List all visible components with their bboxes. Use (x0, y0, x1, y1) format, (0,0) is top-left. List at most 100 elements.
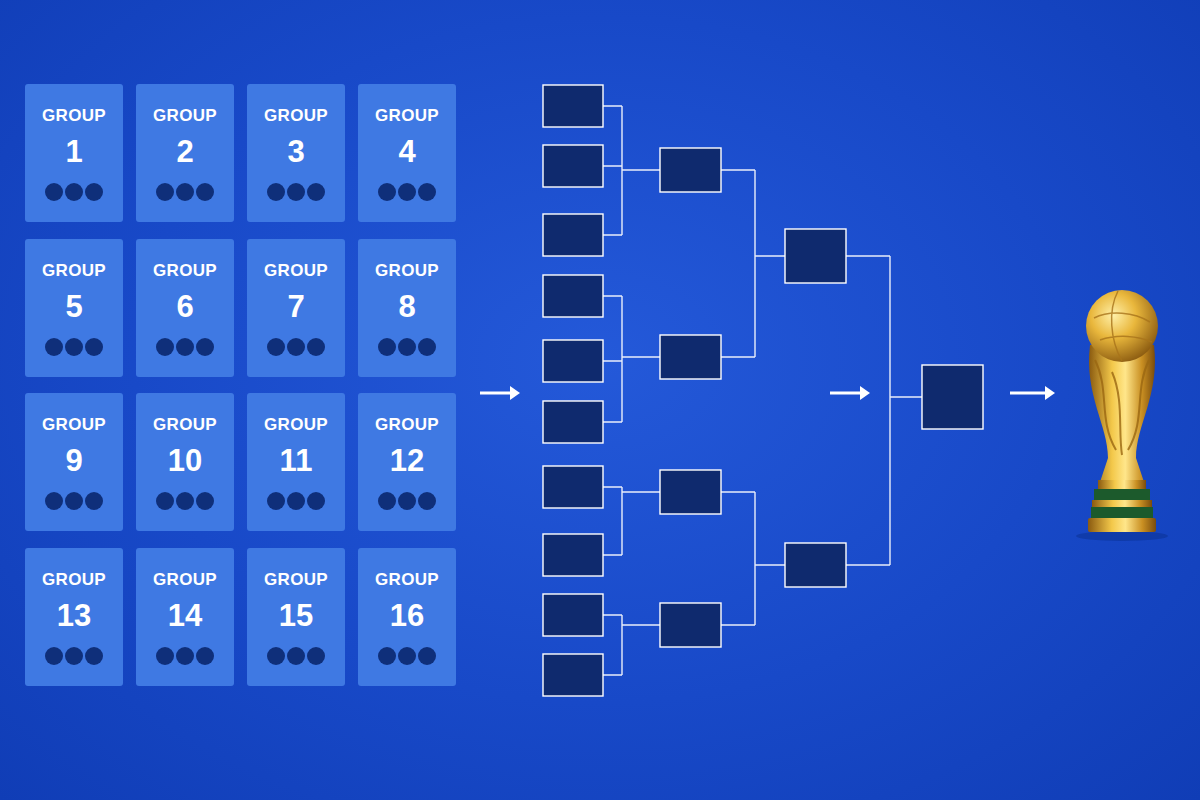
bracket-slot (543, 534, 603, 576)
bracket-slot (543, 594, 603, 636)
group-label: GROUP (375, 106, 439, 126)
bracket-slot (543, 275, 603, 317)
bracket-line (721, 170, 785, 357)
team-dot (45, 183, 63, 201)
group-label: GROUP (153, 261, 217, 281)
trophy-shadow (1076, 531, 1168, 541)
trophy-body (1089, 345, 1155, 482)
group-label: GROUP (264, 261, 328, 281)
team-dot (378, 647, 396, 665)
trophy-base (1098, 480, 1146, 489)
team-dot (398, 183, 416, 201)
group-label: GROUP (264, 106, 328, 126)
team-dot (176, 492, 194, 510)
team-dot (85, 647, 103, 665)
team-dots (358, 180, 456, 204)
group-card: GROUP 11 (247, 393, 345, 531)
team-dot (307, 183, 325, 201)
group-card: GROUP7 (247, 239, 345, 377)
team-dots (136, 335, 234, 359)
team-dot (378, 492, 396, 510)
bracket-slot (543, 401, 603, 443)
team-dot (418, 338, 436, 356)
group-number: 8 (398, 290, 415, 324)
group-card: GROUP15 (247, 548, 345, 686)
team-dots (247, 335, 345, 359)
arrow-head (1045, 386, 1055, 400)
team-dot (85, 183, 103, 201)
group-label: GROUP (42, 106, 106, 126)
group-number: 5 (65, 290, 82, 324)
team-dots (247, 489, 345, 513)
team-dot (267, 647, 285, 665)
bracket-slot (543, 654, 603, 696)
group-label: GROUP (42, 415, 106, 435)
group-label: GROUP (153, 106, 217, 126)
team-dot (196, 338, 214, 356)
group-card: GROUP 3 (247, 84, 345, 222)
team-dot (398, 647, 416, 665)
bracket-slots (543, 85, 983, 696)
team-dot (156, 647, 174, 665)
team-dot (267, 183, 285, 201)
bracket-slot (660, 603, 721, 647)
bracket-slot (785, 543, 846, 587)
team-dot (45, 492, 63, 510)
group-label: GROUP (264, 415, 328, 435)
group-number: 11 (280, 444, 313, 478)
trophy-base (1092, 500, 1152, 507)
group-number: 10 (168, 444, 202, 478)
group-card: GROUP 4 (358, 84, 456, 222)
trophy-illustration (1076, 290, 1168, 541)
team-dots (247, 180, 345, 204)
team-dot (156, 183, 174, 201)
bracket-line (603, 106, 660, 235)
team-dot (267, 492, 285, 510)
team-dot (176, 338, 194, 356)
trophy-band (1094, 489, 1150, 500)
team-dot (65, 647, 83, 665)
team-dots (358, 335, 456, 359)
team-dots (25, 489, 123, 513)
team-dots (358, 644, 456, 668)
group-card: GROUP2 (136, 84, 234, 222)
group-label: GROUP (375, 415, 439, 435)
group-number: 4 (398, 135, 415, 169)
trophy-globe-lines (1094, 291, 1152, 361)
bracket-slot (660, 335, 721, 379)
group-card: GROUP8 (358, 239, 456, 377)
group-number: 12 (390, 444, 424, 478)
team-dots (358, 489, 456, 513)
team-dot (418, 492, 436, 510)
bracket-slot (543, 466, 603, 508)
team-dots (247, 644, 345, 668)
bracket-slot (922, 365, 983, 429)
group-card: GROUP14 (136, 548, 234, 686)
bracket-line (846, 256, 922, 565)
team-dot (287, 647, 305, 665)
team-dot (176, 647, 194, 665)
team-dot (287, 338, 305, 356)
arrow-head (510, 386, 520, 400)
group-number: 13 (57, 599, 91, 633)
group-card: GROUP16 (358, 548, 456, 686)
group-number: 9 (65, 444, 82, 478)
team-dot (45, 647, 63, 665)
bracket-lines (603, 106, 922, 675)
bracket-slot (543, 145, 603, 187)
team-dot (378, 183, 396, 201)
bracket-slot (785, 229, 846, 283)
team-dots (136, 489, 234, 513)
team-dot (418, 183, 436, 201)
team-dot (398, 338, 416, 356)
group-label: GROUP (42, 261, 106, 281)
group-label: GROUP (375, 570, 439, 590)
team-dot (196, 492, 214, 510)
arrow-head (860, 386, 870, 400)
team-dot (418, 647, 436, 665)
group-number: 3 (287, 135, 304, 169)
trophy-globe (1086, 290, 1158, 362)
team-dot (196, 647, 214, 665)
group-card: GROUP13 (25, 548, 123, 686)
group-label: GROUP (153, 570, 217, 590)
